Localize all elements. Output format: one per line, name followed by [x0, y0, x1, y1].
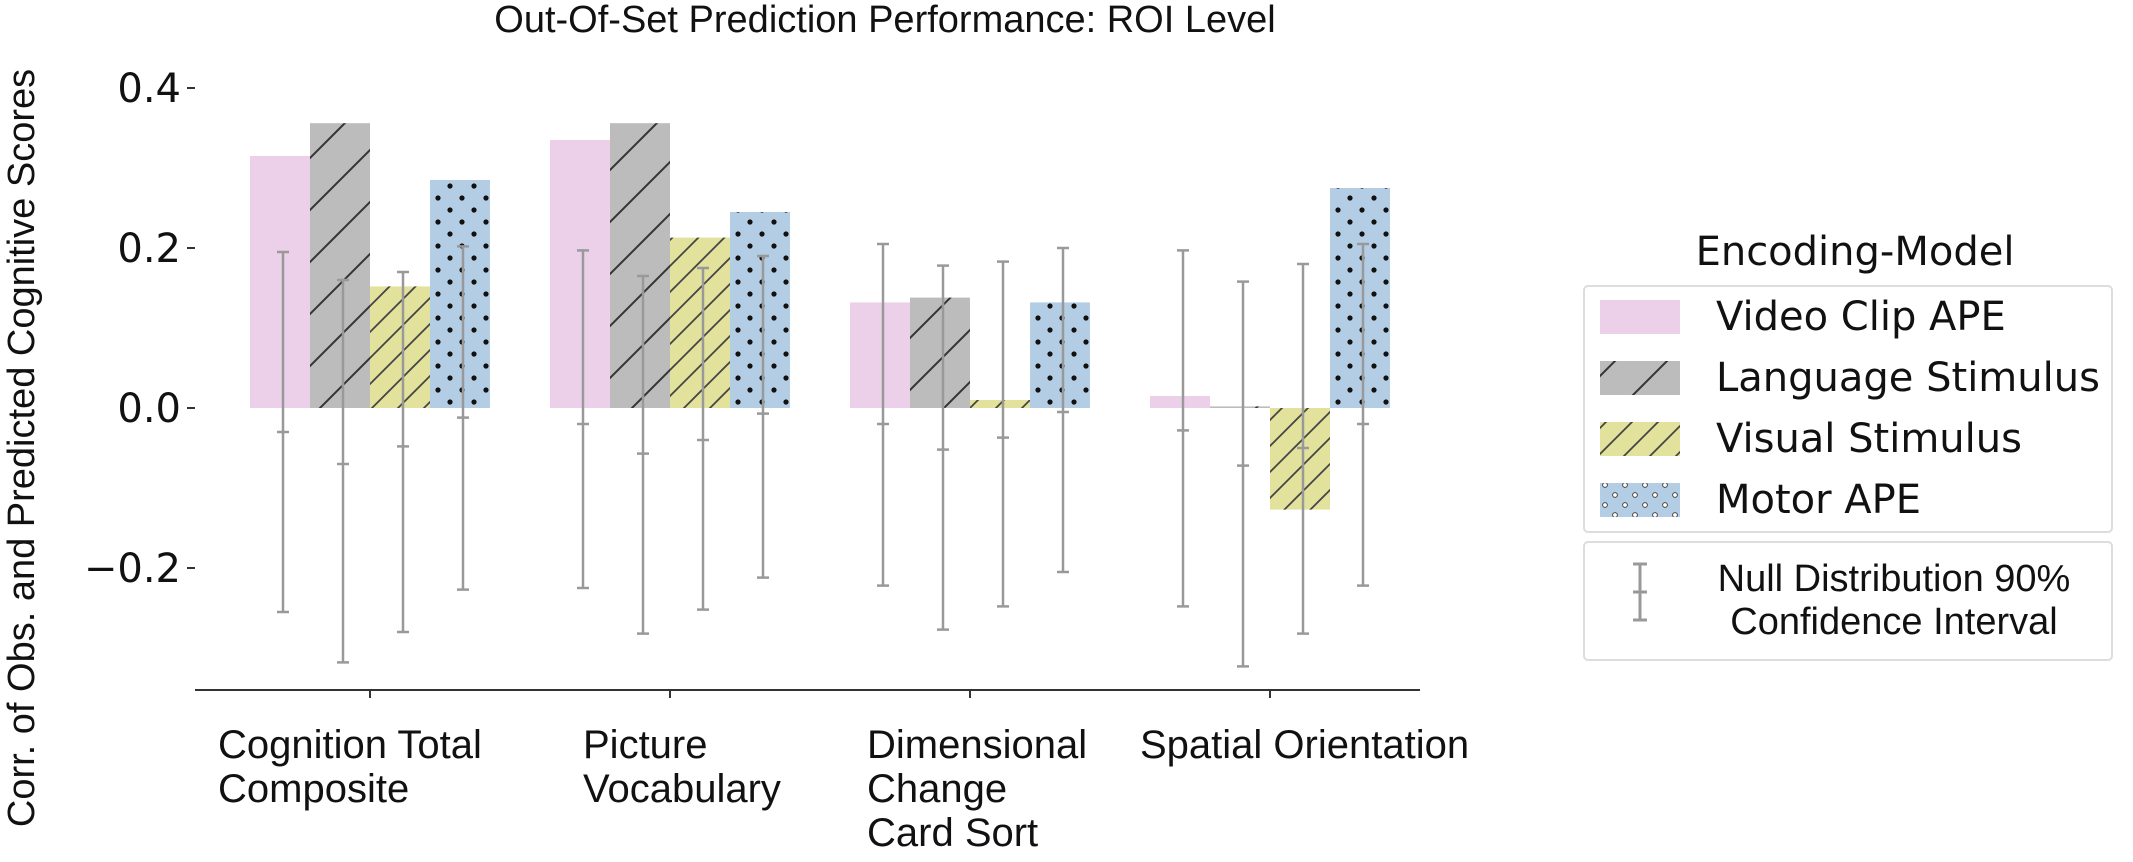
legend-null-box — [1583, 541, 2113, 661]
legend-null-label-line1: Null Distribution 90% — [1718, 558, 2071, 600]
legend-null-errorbar-icon — [1633, 562, 1647, 622]
error-bars — [277, 242, 1369, 668]
legend-swatch — [1600, 300, 1680, 334]
x-category-label: Picture — [583, 723, 708, 767]
y-tick-label: 0.4 — [117, 66, 181, 112]
bar — [850, 302, 910, 408]
y-tick-label: −0.2 — [84, 546, 181, 592]
bars — [250, 123, 1390, 510]
x-category-label: Dimensional — [867, 723, 1087, 767]
error-bar — [1297, 262, 1309, 635]
error-bar — [337, 278, 349, 664]
bar — [1150, 396, 1210, 408]
error-bar — [877, 242, 889, 587]
legend-swatch-hatch — [1600, 483, 1680, 517]
legend-swatch-hatch — [1600, 422, 1680, 456]
y-tick-label: 0.2 — [117, 226, 181, 272]
legend-null-label-line2: Confidence Interval — [1730, 601, 2057, 643]
bar-hatch — [1210, 406, 1270, 408]
error-bar — [577, 249, 589, 590]
legend-swatch-hatch — [1600, 361, 1680, 395]
x-category-label: Card Sort — [867, 811, 1038, 855]
bar-hatch — [1330, 188, 1390, 408]
x-category-label: Change — [867, 767, 1007, 811]
x-category-label: Cognition Total — [218, 723, 482, 767]
bar-hatch — [910, 297, 970, 408]
legend-label: Video Clip APE — [1716, 294, 2006, 340]
legend-item: Motor APE — [1600, 477, 1921, 523]
error-bar — [637, 274, 649, 635]
error-bar — [937, 264, 949, 631]
x-category-label: Composite — [218, 767, 409, 811]
legend-title: Encoding-Model — [1696, 229, 2015, 275]
error-bar — [397, 270, 409, 634]
bar-hatch — [610, 123, 670, 408]
error-bar — [1057, 246, 1069, 574]
legend-label: Motor APE — [1716, 477, 1921, 523]
legend-item: Language Stimulus — [1600, 355, 2100, 401]
x-category-label: Spatial Orientation — [1140, 723, 1469, 767]
error-bar — [697, 266, 709, 611]
error-bar — [757, 254, 769, 579]
legend-item: Visual Stimulus — [1600, 416, 2022, 462]
legend-label: Visual Stimulus — [1716, 416, 2022, 462]
bar-hatch — [1270, 408, 1330, 510]
error-bar — [457, 245, 469, 591]
bar-hatch — [370, 286, 430, 408]
chart-title: Out-Of-Set Prediction Performance: ROI L… — [494, 0, 1275, 41]
legend: Encoding-Model Video Clip APE Language St… — [1583, 229, 2113, 661]
bar — [550, 140, 610, 408]
legend-item: Video Clip APE — [1600, 294, 2006, 340]
bar-hatch — [310, 123, 370, 408]
bar-hatch — [1030, 302, 1090, 408]
error-bar — [997, 260, 1009, 608]
y-axis-ticks: 0.4 0.2 0.0 −0.2 — [84, 66, 195, 592]
error-bar — [1177, 249, 1189, 608]
legend-label: Language Stimulus — [1716, 355, 2100, 401]
legend-box — [1583, 285, 2113, 533]
bar-hatch — [670, 237, 730, 408]
error-bar — [1357, 242, 1369, 587]
error-bar — [1237, 280, 1249, 668]
y-axis-label: Corr. of Obs. and Predicted Cognitive Sc… — [1, 69, 43, 827]
bar-hatch — [730, 212, 790, 408]
bar — [250, 156, 310, 408]
error-bar — [277, 250, 289, 614]
x-category-label: Vocabulary — [583, 767, 781, 811]
bar-hatch — [430, 180, 490, 408]
y-tick-label: 0.0 — [117, 386, 181, 432]
bar-hatch — [970, 400, 1030, 408]
